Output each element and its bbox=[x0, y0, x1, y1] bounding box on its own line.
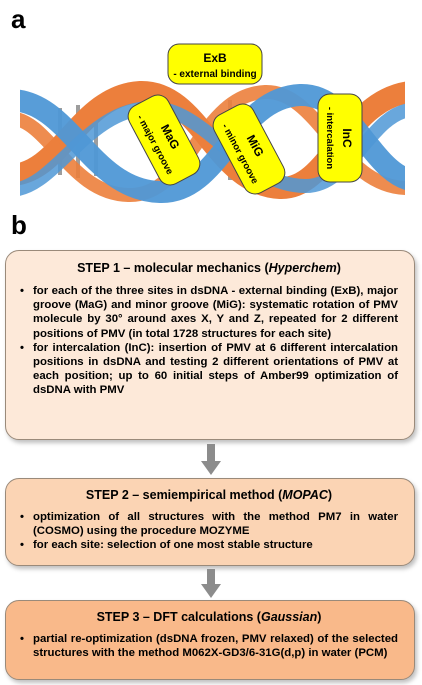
step-2-box: STEP 2 – semiempirical method (MOPAC) op… bbox=[5, 478, 415, 566]
step-1-title: STEP 1 – molecular mechanics (Hyperchem) bbox=[77, 261, 341, 275]
step-1-bullet-2: for intercalation (InC): insertion of PM… bbox=[20, 341, 398, 398]
panel-b-letter: b bbox=[11, 210, 27, 240]
step-2-bullet-1: optimization of all structures with the … bbox=[20, 510, 398, 538]
svg-text:- intercalation: - intercalation bbox=[324, 107, 335, 169]
dna-double-helix-figure: ExB - external binding MaG - major groov… bbox=[20, 43, 405, 204]
mag-site-label: MaG - major groove bbox=[127, 94, 201, 186]
down-arrow-icon bbox=[201, 444, 221, 475]
inc-site-label: InC - intercalation bbox=[317, 93, 363, 183]
mig-site-label: MiG - minor groove bbox=[212, 103, 286, 195]
panel-a-letter: a bbox=[11, 4, 26, 34]
down-arrow-icon bbox=[201, 569, 221, 598]
svg-text:InC: InC bbox=[340, 128, 354, 148]
step-2-title: STEP 2 – semiempirical method (MOPAC) bbox=[85, 488, 333, 502]
step-3-bullet-1: partial re-optimization (dsDNA frozen, P… bbox=[20, 632, 398, 660]
step-3-title: STEP 3 – DFT calculations (Gaussian) bbox=[96, 610, 322, 624]
step-1-bullet-1: for each of the three sites in dsDNA - e… bbox=[20, 284, 398, 341]
svg-text:- external binding: - external binding bbox=[173, 69, 256, 80]
step-2-bullet-2: for each site: selection of one most sta… bbox=[20, 538, 398, 552]
exb-site-label: ExB - external binding bbox=[167, 43, 263, 85]
svg-text:ExB: ExB bbox=[203, 51, 227, 65]
step-3-box: STEP 3 – DFT calculations (Gaussian) par… bbox=[5, 600, 415, 680]
step-1-box: STEP 1 – molecular mechanics (Hyperchem)… bbox=[5, 250, 415, 440]
